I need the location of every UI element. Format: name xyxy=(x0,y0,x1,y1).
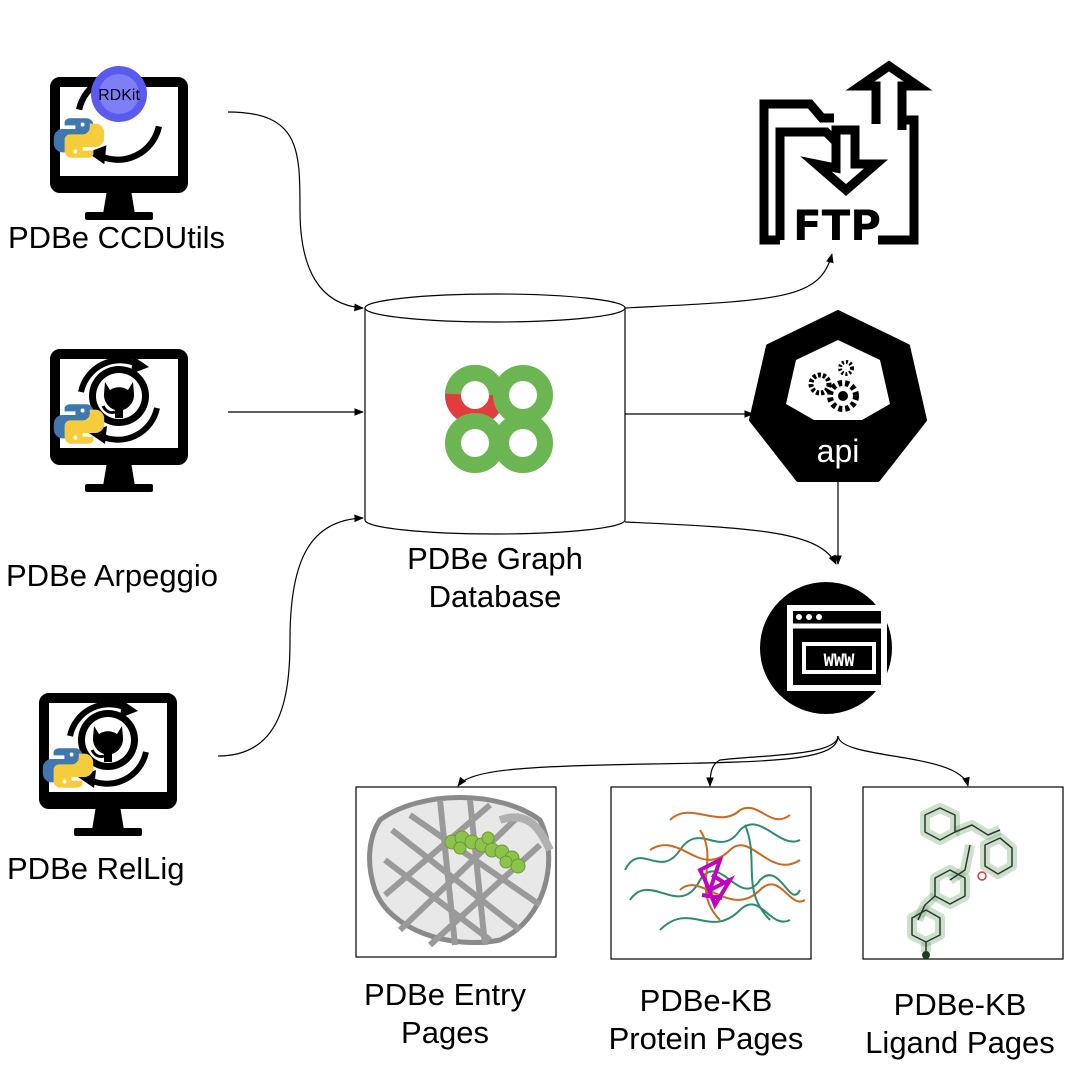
connector-web-to-protein-pages xyxy=(706,735,839,787)
www-label: WWW xyxy=(824,651,855,671)
api-label: api xyxy=(817,433,860,469)
kubernetes-api-icon xyxy=(749,310,927,482)
connector-rellig-to-database xyxy=(217,514,364,757)
protein-page-thumbnail xyxy=(610,786,812,960)
entry-page-thumbnail xyxy=(355,786,557,958)
connector-ccdutils-to-database xyxy=(227,111,364,312)
database-label-line2: Database xyxy=(428,578,562,614)
ccdutils-label: PDBe CCDUtils xyxy=(8,220,226,255)
github-python-monitor-icon xyxy=(54,354,183,492)
neo4j-logo-icon xyxy=(445,365,553,473)
connector-web-to-ligand-pages xyxy=(837,735,970,787)
protein-pages-label: PDBe-KB Protein Pages xyxy=(595,982,817,1058)
database-label: PDBe Graph Database xyxy=(390,540,600,616)
ftp-label: FTP xyxy=(793,201,881,250)
rellig-label: PDBe RelLig xyxy=(7,851,185,886)
entry-pages-line1: PDBe Entry xyxy=(364,977,526,1012)
web-browser-icon xyxy=(760,582,892,714)
ligand-pages-line1: PDBe-KB xyxy=(893,987,1027,1022)
database-label-line1: PDBe Graph xyxy=(407,541,583,576)
ligand-page-thumbnail xyxy=(862,786,1064,960)
entry-pages-line2: Pages xyxy=(401,1014,489,1050)
connector-database-to-ftp xyxy=(624,253,834,309)
ftp-folder-transfer-icon xyxy=(759,60,933,245)
protein-pages-line1: PDBe-KB xyxy=(639,983,773,1018)
connector-web-to-entry-pages xyxy=(457,735,839,787)
arpeggio-label: PDBe Arpeggio xyxy=(6,558,218,593)
protein-pages-line2: Protein Pages xyxy=(608,1020,804,1056)
svg-text:RDKit: RDKit xyxy=(98,87,140,104)
rdkit-python-monitor-icon: RDKit xyxy=(54,66,183,220)
ligand-pages-label: PDBe-KB Ligand Pages xyxy=(855,986,1065,1062)
entry-pages-label: PDBe Entry Pages xyxy=(345,976,545,1052)
github-python-monitor-icon xyxy=(43,698,172,836)
ligand-pages-line2: Ligand Pages xyxy=(865,1024,1055,1060)
connector-database-to-web xyxy=(624,521,837,565)
